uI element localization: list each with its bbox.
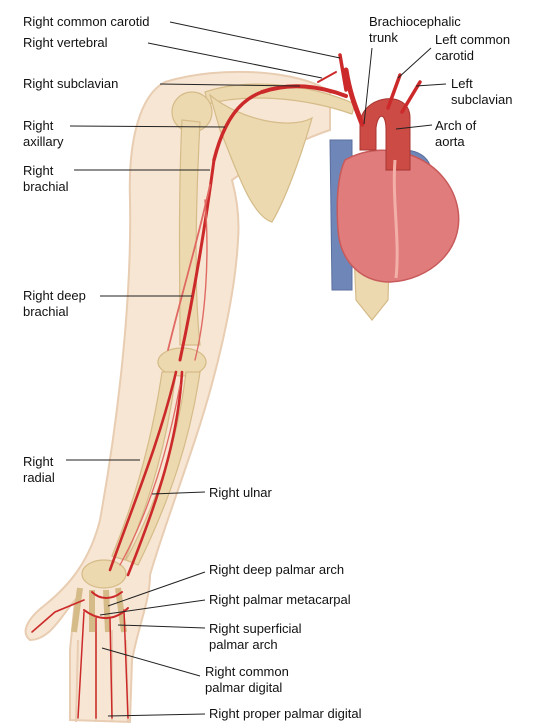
heart-body xyxy=(336,149,460,283)
leader-lines xyxy=(66,21,447,717)
carpals xyxy=(81,559,127,589)
label-right-brachial: Right brachial xyxy=(23,163,69,194)
label-right-deep-brachial: Right deep brachial xyxy=(23,288,86,319)
label-arch-of-aorta: Arch of aorta xyxy=(435,118,477,149)
label-right-radial: Right radial xyxy=(23,454,55,485)
left-subclavian-artery xyxy=(400,80,422,114)
label-right-palmar-metacarpal: Right palmar metacarpal xyxy=(209,592,351,607)
label-right-deep-palmar-arch: Right deep palmar arch xyxy=(209,562,345,577)
label-right-axillary: Right axillary xyxy=(23,118,64,149)
common-carotid-artery xyxy=(338,53,348,92)
label-right-subclavian: Right subclavian xyxy=(23,76,119,91)
interosseous-artery xyxy=(119,384,181,566)
metacarpals xyxy=(71,587,127,633)
label-left-common-carotid: Left common carotid xyxy=(435,32,511,63)
label-right-common-carotid: Right common carotid xyxy=(23,14,150,29)
vertebral-artery xyxy=(317,71,337,83)
thumb-digital-artery xyxy=(31,599,85,633)
deep-palmar-arch xyxy=(91,591,123,599)
subclavian-artery xyxy=(260,84,348,98)
ulnar-artery xyxy=(126,370,184,577)
aortic-arch xyxy=(359,98,411,171)
arteries xyxy=(31,53,422,719)
collateral-artery xyxy=(194,199,208,361)
radial-artery xyxy=(108,370,178,572)
radius xyxy=(111,371,177,561)
label-right-common-palmar-digital: Right common palmar digital xyxy=(205,664,289,695)
axillary-artery xyxy=(212,90,264,162)
label-right-ulnar: Right ulnar xyxy=(209,485,272,500)
superficial-palmar-arch xyxy=(83,607,129,619)
label-right-superficial-palmar-arch: Right superficial palmar arch xyxy=(209,621,302,652)
label-left-subclavian: Left subclavian xyxy=(451,76,513,107)
clavicle xyxy=(204,83,356,115)
label-right-vertebral: Right vertebral xyxy=(23,35,108,50)
label-right-proper-palmar-digital: Right proper palmar digital xyxy=(209,706,362,721)
label-brachiocephalic-trunk: Brachiocephalic trunk xyxy=(369,14,461,45)
left-common-carotid-artery xyxy=(386,73,402,110)
brachial-artery xyxy=(178,158,216,362)
scapula xyxy=(208,93,313,223)
digital-arteries xyxy=(77,609,129,719)
heart xyxy=(336,98,460,283)
brachiocephalic-artery xyxy=(343,67,365,127)
